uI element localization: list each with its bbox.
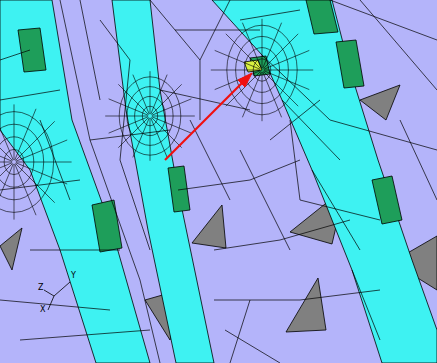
axis-label: X: [40, 306, 45, 314]
axis-label: Y: [71, 272, 76, 280]
axis-label: Z: [38, 284, 43, 292]
